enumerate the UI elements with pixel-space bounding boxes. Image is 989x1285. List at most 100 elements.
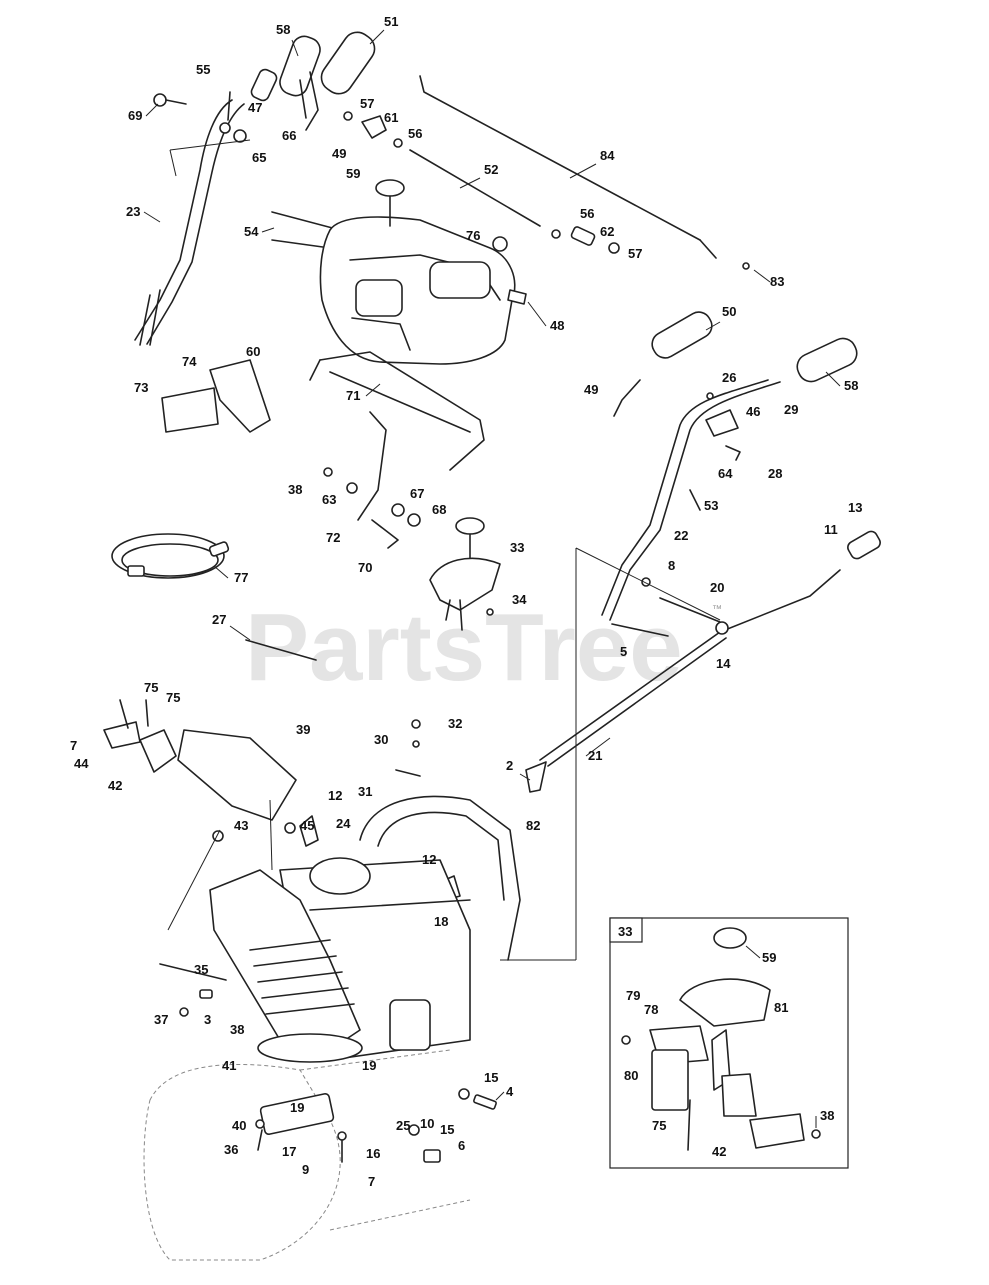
callout-35[interactable]: 35	[194, 962, 208, 977]
callout-75[interactable]: 75	[166, 690, 180, 705]
callout-48[interactable]: 48	[550, 318, 564, 333]
callout-77[interactable]: 77	[234, 570, 248, 585]
inset-callout-75[interactable]: 75	[652, 1118, 666, 1133]
callout-32[interactable]: 32	[448, 716, 462, 731]
callout-83[interactable]: 83	[770, 274, 784, 289]
chute-crank[interactable]	[525, 529, 882, 793]
callout-44[interactable]: 44	[74, 756, 89, 771]
callout-7[interactable]: 7	[368, 1174, 375, 1189]
callout-5[interactable]: 5	[620, 644, 627, 659]
callout-72[interactable]: 72	[326, 530, 340, 545]
right-upper-handle[interactable]	[601, 308, 861, 621]
callout-21[interactable]: 21	[588, 748, 602, 763]
callout-50[interactable]: 50	[722, 304, 736, 319]
callout-58[interactable]: 58	[844, 378, 858, 393]
callout-26[interactable]: 26	[722, 370, 736, 385]
callout-59[interactable]: 59	[346, 166, 360, 181]
callout-8[interactable]: 8	[668, 558, 675, 573]
callout-33[interactable]: 33	[510, 540, 524, 555]
dash-panel[interactable]	[319, 179, 527, 365]
callout-18[interactable]: 18	[434, 914, 448, 929]
callout-30[interactable]: 30	[374, 732, 388, 747]
callout-53[interactable]: 53	[704, 498, 718, 513]
callout-12[interactable]: 12	[422, 852, 436, 867]
left-upper-handle[interactable]	[134, 68, 278, 346]
callout-22[interactable]: 22	[674, 528, 688, 543]
inset-callout-38[interactable]: 38	[820, 1108, 834, 1123]
callout-29[interactable]: 29	[784, 402, 798, 417]
callout-52[interactable]: 52	[484, 162, 498, 177]
callout-51[interactable]: 51	[384, 14, 398, 29]
callout-12[interactable]: 12	[328, 788, 342, 803]
callout-13[interactable]: 13	[848, 500, 862, 515]
callout-25[interactable]: 25	[396, 1118, 410, 1133]
callout-4[interactable]: 4	[506, 1084, 514, 1099]
callout-62[interactable]: 62	[600, 224, 614, 239]
callout-55[interactable]: 55	[196, 62, 210, 77]
callout-42[interactable]: 42	[108, 778, 122, 793]
callout-7[interactable]: 7	[70, 738, 77, 753]
inset-callout-59[interactable]: 59	[762, 950, 776, 965]
callout-39[interactable]: 39	[296, 722, 310, 737]
inset-callout-42[interactable]: 42	[712, 1144, 726, 1159]
callout-15[interactable]: 15	[440, 1122, 454, 1137]
callout-58[interactable]: 58	[276, 22, 290, 37]
inset-callout-80[interactable]: 80	[624, 1068, 638, 1083]
inset-callout-78[interactable]: 78	[644, 1002, 658, 1017]
callout-61[interactable]: 61	[384, 110, 398, 125]
callout-57[interactable]: 57	[360, 96, 374, 111]
callout-47[interactable]: 47	[248, 100, 262, 115]
inset-callout-79[interactable]: 79	[626, 988, 640, 1003]
callout-28[interactable]: 28	[768, 466, 782, 481]
callout-19[interactable]: 19	[362, 1058, 376, 1073]
callout-54[interactable]: 54	[244, 224, 259, 239]
callout-60[interactable]: 60	[246, 344, 260, 359]
callout-11[interactable]: 11	[824, 522, 838, 537]
callout-2[interactable]: 2	[506, 758, 513, 773]
callout-37[interactable]: 37	[154, 1012, 168, 1027]
callout-82[interactable]: 82	[526, 818, 540, 833]
callout-65[interactable]: 65	[252, 150, 266, 165]
callout-46[interactable]: 46	[746, 404, 760, 419]
callout-20[interactable]: 20	[710, 580, 724, 595]
callout-64[interactable]: 64	[718, 466, 733, 481]
callout-75[interactable]: 75	[144, 680, 158, 695]
callout-41[interactable]: 41	[222, 1058, 236, 1073]
callout-17[interactable]: 17	[282, 1144, 296, 1159]
shift-control-assembly[interactable]	[429, 517, 501, 631]
callout-24[interactable]: 24	[336, 816, 351, 831]
callout-56[interactable]: 56	[580, 206, 594, 221]
callout-70[interactable]: 70	[358, 560, 372, 575]
discharge-chute[interactable]	[209, 869, 363, 1063]
callout-19[interactable]: 19	[290, 1100, 304, 1115]
callout-56[interactable]: 56	[408, 126, 422, 141]
callout-27[interactable]: 27	[212, 612, 226, 627]
callout-31[interactable]: 31	[358, 784, 372, 799]
chute-deflector[interactable]	[103, 699, 297, 821]
callout-71[interactable]: 71	[346, 388, 360, 403]
callout-74[interactable]: 74	[182, 354, 197, 369]
callout-69[interactable]: 69	[128, 108, 142, 123]
inset-callout-81[interactable]: 81	[774, 1000, 788, 1015]
callout-15[interactable]: 15	[484, 1070, 498, 1085]
callout-16[interactable]: 16	[366, 1146, 380, 1161]
callout-38[interactable]: 38	[288, 482, 302, 497]
callout-34[interactable]: 34	[512, 592, 527, 607]
callout-57[interactable]: 57	[628, 246, 642, 261]
callout-36[interactable]: 36	[224, 1142, 238, 1157]
callout-40[interactable]: 40	[232, 1118, 246, 1133]
callout-67[interactable]: 67	[410, 486, 424, 501]
callout-84[interactable]: 84	[600, 148, 615, 163]
callout-68[interactable]: 68	[432, 502, 446, 517]
callout-66[interactable]: 66	[282, 128, 296, 143]
callout-9[interactable]: 9	[302, 1162, 309, 1177]
callout-3[interactable]: 3	[204, 1012, 211, 1027]
callout-49[interactable]: 49	[332, 146, 346, 161]
callout-49[interactable]: 49	[584, 382, 598, 397]
callout-23[interactable]: 23	[126, 204, 140, 219]
callout-76[interactable]: 76	[466, 228, 480, 243]
callout-10[interactable]: 10	[420, 1116, 434, 1131]
callout-6[interactable]: 6	[458, 1138, 465, 1153]
callout-38[interactable]: 38	[230, 1022, 244, 1037]
callout-45[interactable]: 45	[300, 818, 314, 833]
